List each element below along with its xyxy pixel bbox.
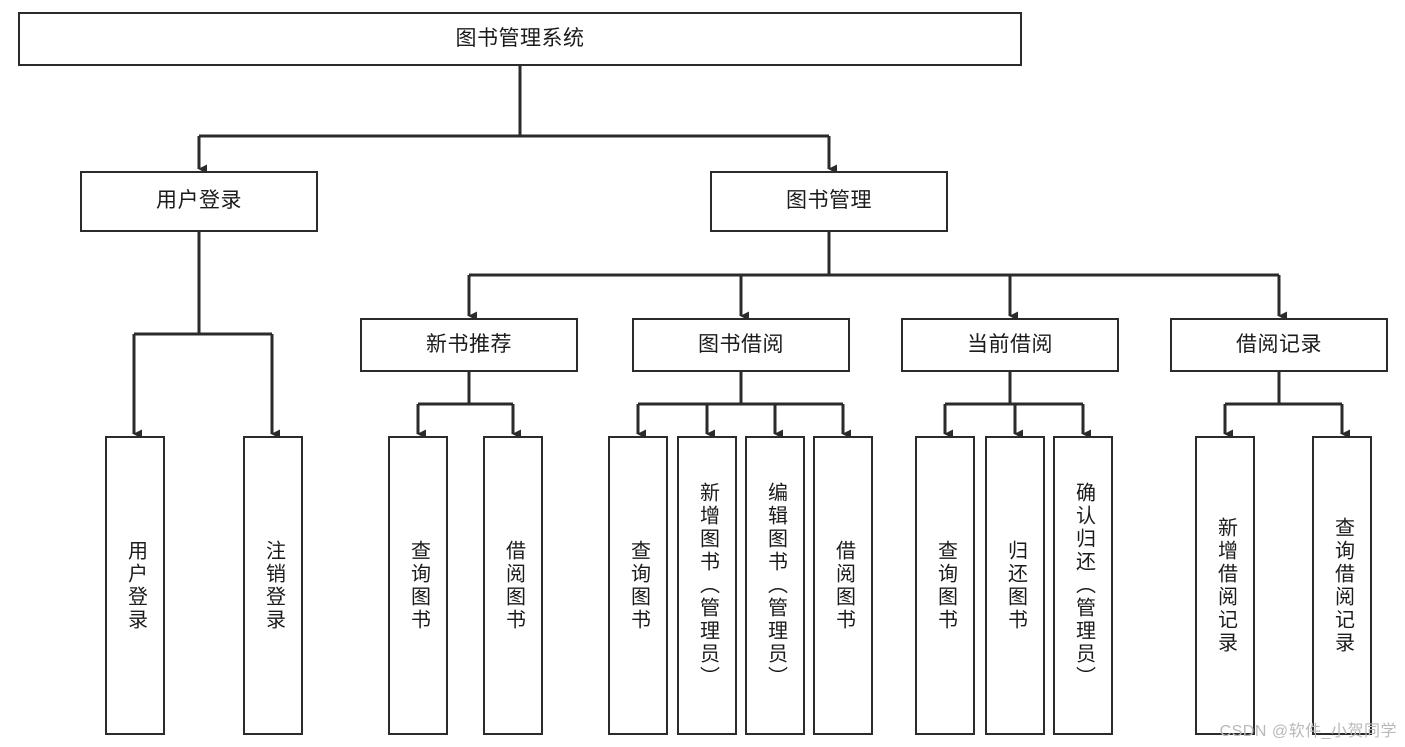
node-label: 新增借阅记录 — [1214, 516, 1237, 655]
node-label: 查询图书 — [407, 539, 430, 632]
node-label: 用户登录 — [124, 539, 147, 632]
node-label: 图书借阅 — [698, 332, 784, 356]
node-root[interactable]: 图书管理系统 — [18, 12, 1022, 66]
node-label: 编辑图书（管理员） — [764, 482, 787, 689]
node-leaf-return-book[interactable]: 归还图书 — [985, 436, 1045, 735]
csdn-watermark: CSDN @软件_小贺同学 — [1219, 723, 1397, 740]
node-leaf-borrow-book[interactable]: 借阅图书 — [813, 436, 873, 735]
node-current-borrow[interactable]: 当前借阅 — [901, 318, 1119, 372]
node-leaf-user-login[interactable]: 用户登录 — [105, 436, 165, 735]
node-leaf-borrow-book-recommend[interactable]: 借阅图书 — [483, 436, 543, 735]
node-leaf-query-book-current[interactable]: 查询图书 — [915, 436, 975, 735]
node-leaf-confirm-return-admin[interactable]: 确认归还（管理员） — [1053, 436, 1113, 735]
node-leaf-add-borrow-record[interactable]: 新增借阅记录 — [1195, 436, 1255, 735]
node-label: 当前借阅 — [967, 332, 1053, 356]
node-label: 借阅图书 — [832, 539, 855, 632]
node-leaf-logout-login[interactable]: 注销登录 — [243, 436, 303, 735]
node-label: 查询借阅记录 — [1331, 516, 1354, 655]
node-leaf-query-book-recommend[interactable]: 查询图书 — [388, 436, 448, 735]
node-new-book-recommend[interactable]: 新书推荐 — [360, 318, 578, 372]
node-label: 确认归还（管理员） — [1072, 482, 1095, 689]
node-user-login[interactable]: 用户登录 — [80, 171, 318, 232]
node-label: 新书推荐 — [426, 332, 512, 356]
node-leaf-add-book-admin[interactable]: 新增图书（管理员） — [677, 436, 737, 735]
node-label: 查询图书 — [934, 539, 957, 632]
node-label: 图书管理系统 — [455, 26, 585, 50]
node-leaf-query-book-borrow[interactable]: 查询图书 — [608, 436, 668, 735]
node-label: 归还图书 — [1004, 539, 1027, 632]
node-book-borrow[interactable]: 图书借阅 — [632, 318, 850, 372]
node-leaf-edit-book-admin[interactable]: 编辑图书（管理员） — [745, 436, 805, 735]
node-label: 图书管理 — [786, 189, 872, 213]
node-label: 注销登录 — [262, 539, 285, 632]
node-label: 借阅图书 — [502, 539, 525, 632]
node-borrow-record[interactable]: 借阅记录 — [1170, 318, 1388, 372]
node-label: 借阅记录 — [1236, 332, 1322, 356]
node-label: 新增图书（管理员） — [696, 482, 719, 689]
node-label: 用户登录 — [156, 189, 242, 213]
node-book-management[interactable]: 图书管理 — [710, 171, 948, 232]
node-label: 查询图书 — [627, 539, 650, 632]
node-leaf-query-borrow-record[interactable]: 查询借阅记录 — [1312, 436, 1372, 735]
connector-paths — [132, 66, 1350, 439]
